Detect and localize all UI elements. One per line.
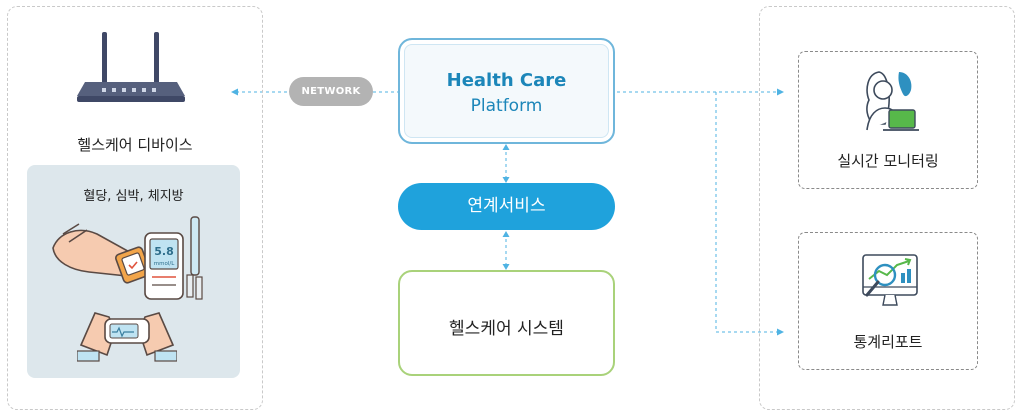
arrow-down-icon bbox=[502, 177, 510, 183]
feature-label-statistics: 통계리포트 bbox=[853, 333, 923, 351]
feature-card-monitoring: 실시간 모니터링 bbox=[798, 51, 978, 189]
network-label: NETWORK bbox=[289, 77, 373, 106]
body-fat-scale-hands-icon bbox=[77, 312, 177, 362]
health-care-platform-box: Health Care Platform bbox=[398, 38, 615, 144]
device-title: 헬스케어 디바이스 bbox=[77, 136, 193, 154]
device-panel bbox=[7, 6, 263, 410]
features-panel bbox=[759, 6, 1015, 410]
router-icon bbox=[77, 32, 185, 102]
health-care-system-box: 헬스케어 시스템 bbox=[398, 270, 615, 376]
statistics-chart-icon bbox=[862, 254, 918, 306]
measurement-label: 혈당, 심박, 체지방 bbox=[83, 189, 184, 204]
feature-card-statistics: 통계리포트 bbox=[798, 232, 978, 370]
glucose-unit: mmol/L bbox=[154, 261, 175, 267]
linked-service-pill: 연계서비스 bbox=[398, 183, 615, 230]
system-title: 헬스케어 시스템 bbox=[449, 319, 564, 339]
arrow-down-icon bbox=[502, 264, 510, 270]
platform-title: Health Care bbox=[446, 70, 567, 91]
arrow-up-icon bbox=[502, 231, 510, 237]
arrow-right-icon bbox=[777, 88, 784, 96]
platform-subtitle: Platform bbox=[470, 96, 543, 116]
arrow-right-icon bbox=[777, 328, 784, 336]
glucose-meter-icon: 5.8 mmol/L bbox=[144, 216, 203, 300]
arrow-left-icon bbox=[231, 88, 238, 96]
arrow-up-icon bbox=[502, 144, 510, 150]
monitoring-person-icon bbox=[866, 71, 919, 131]
measurement-box: 혈당, 심박, 체지방 5.8 mmol/L bbox=[27, 165, 240, 378]
feature-label-monitoring: 실시간 모니터링 bbox=[837, 152, 939, 170]
glucose-reading: 5.8 bbox=[154, 245, 174, 258]
smartwatch-hand-icon bbox=[52, 223, 151, 284]
